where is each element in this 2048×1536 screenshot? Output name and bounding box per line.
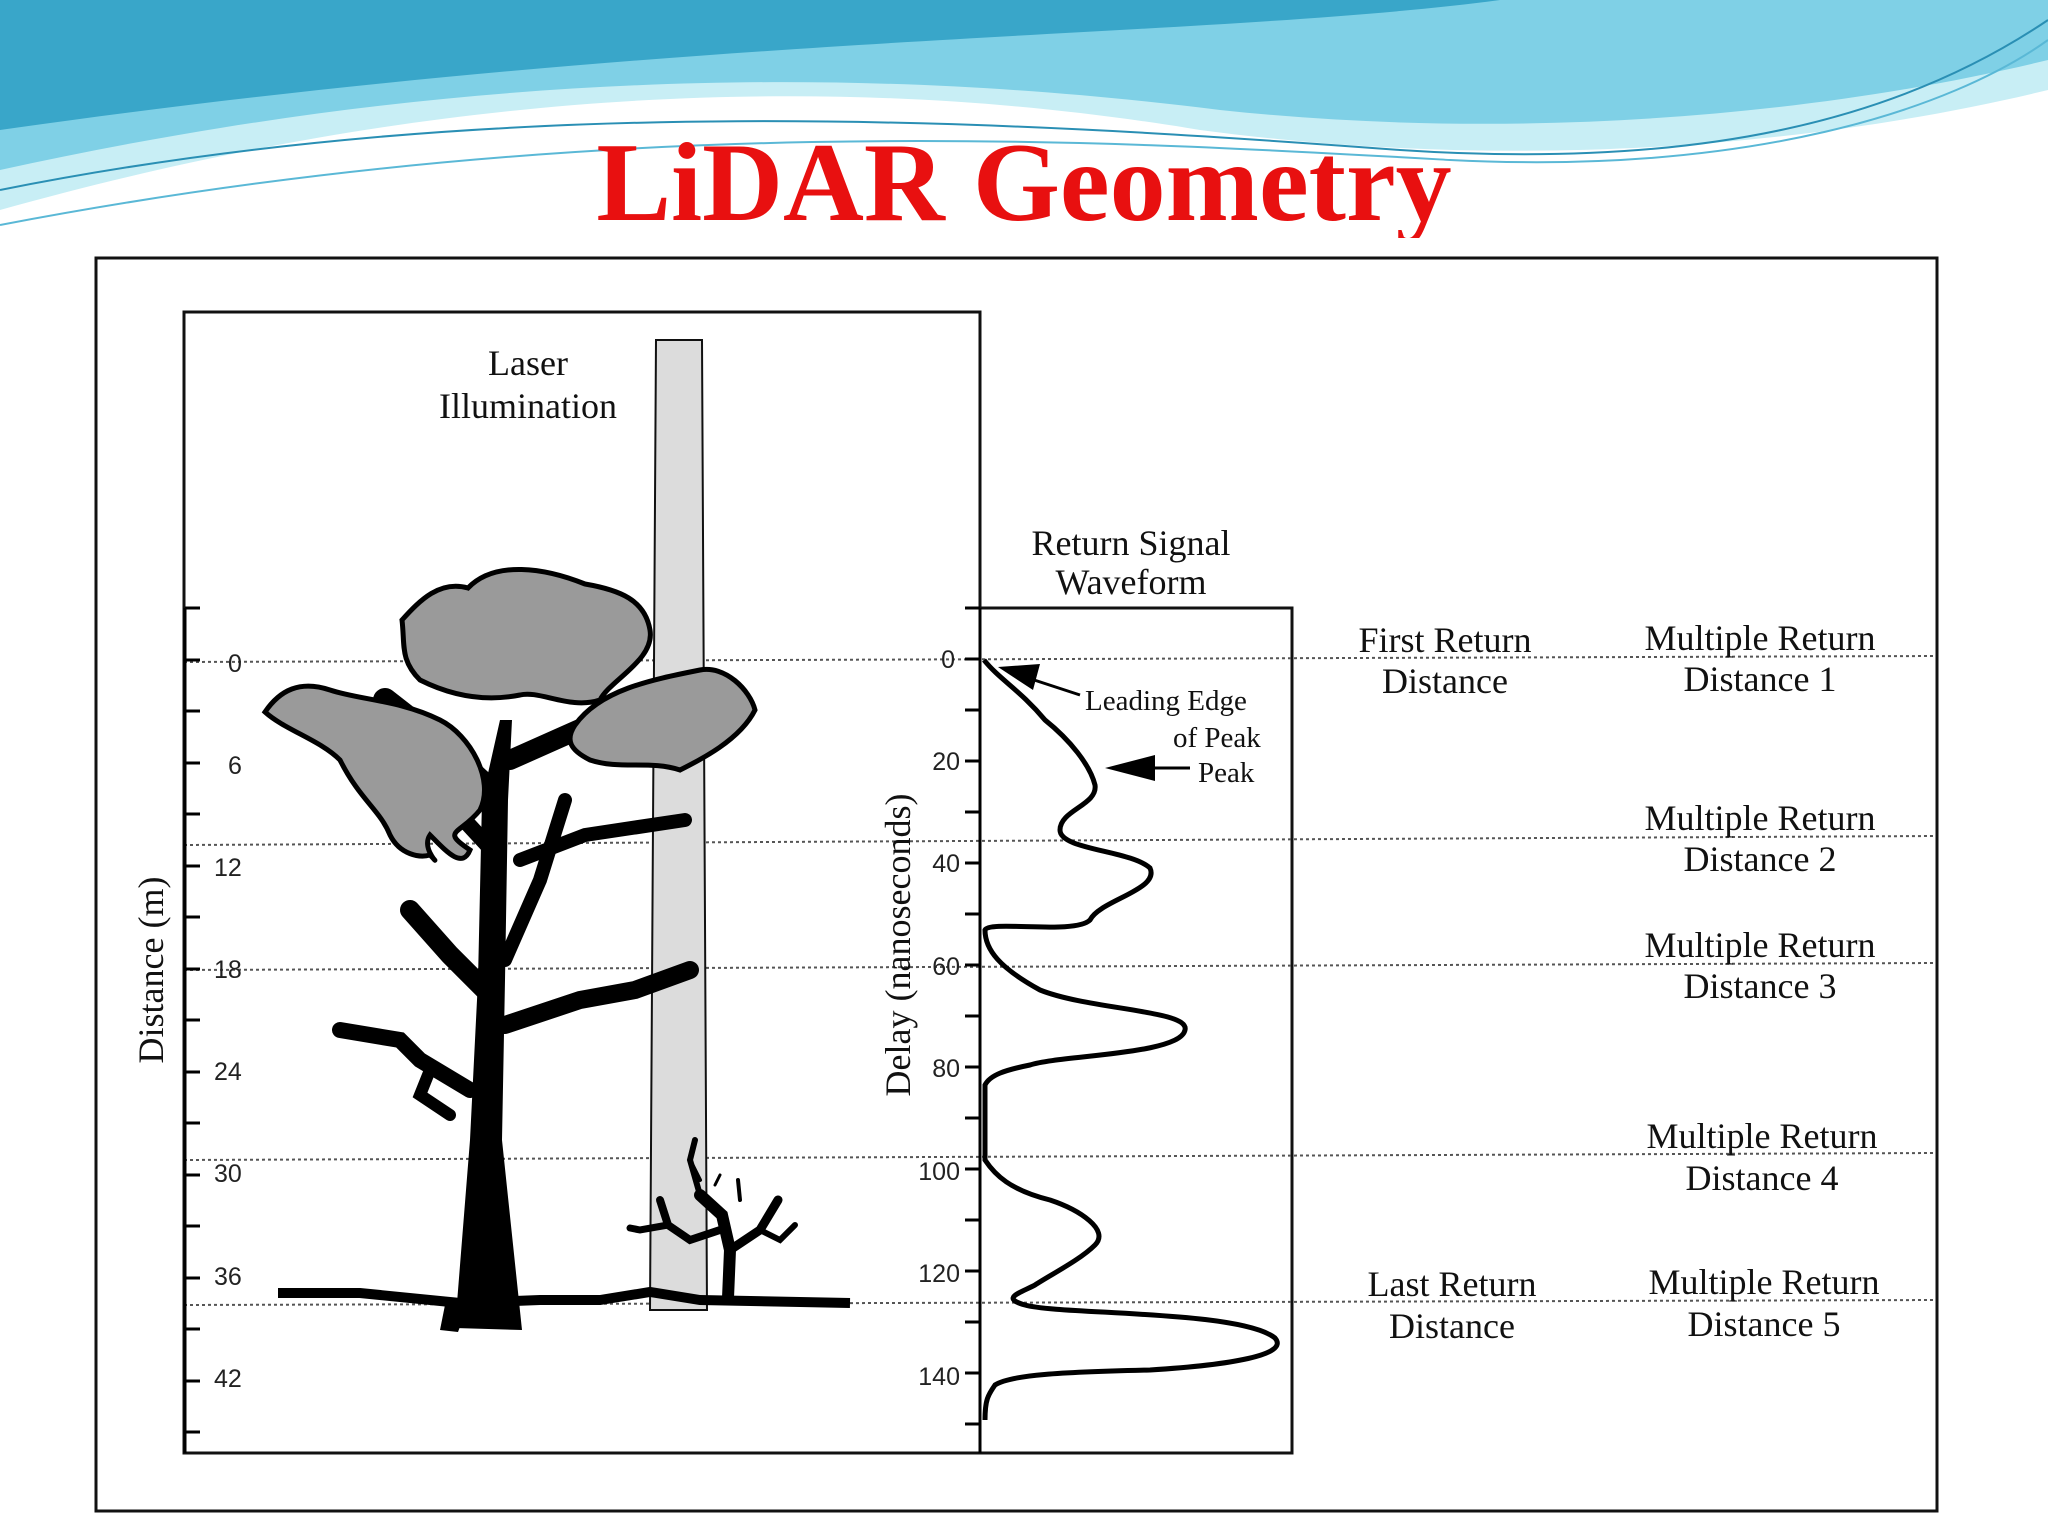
- wave-banner: [0, 0, 2048, 226]
- distance-tick-6: 6: [228, 752, 242, 780]
- distance-tick-24: 24: [214, 1058, 242, 1086]
- multiple-return-4-line1: Multiple Return: [1647, 1116, 1878, 1156]
- leading-edge-label-line1: Leading Edge: [1085, 685, 1247, 717]
- delay-tick-20: 20: [932, 748, 960, 776]
- multiple-return-1-line2: Distance 1: [1684, 659, 1837, 699]
- multiple-return-5-line1: Multiple Return: [1649, 1262, 1880, 1302]
- tree-trunk: [440, 720, 522, 1332]
- tree-canopy: [261, 567, 758, 863]
- first-return-label-line1: First Return: [1358, 620, 1531, 660]
- multiple-return-4-line2: Distance 4: [1686, 1158, 1839, 1198]
- waveform-label-line1: Return Signal: [1032, 523, 1231, 563]
- delay-tick-0: 0: [941, 646, 955, 674]
- distance-tick-36: 36: [214, 1263, 242, 1291]
- distance-axis-ticks: [185, 606, 200, 1434]
- scene-panel: [182, 310, 982, 1455]
- slide-title: LiDAR Geometry: [596, 121, 1452, 238]
- distance-tick-0: 0: [228, 650, 242, 678]
- delay-tick-120: 120: [918, 1260, 960, 1288]
- return-lines: [183, 655, 1936, 1306]
- outer-frame: [94, 256, 1939, 1513]
- annotation-arrows: [998, 664, 1190, 781]
- waveform-label-line2: Waveform: [1055, 562, 1206, 602]
- multiple-return-3-line1: Multiple Return: [1645, 925, 1876, 965]
- delay-tick-100: 100: [918, 1158, 960, 1186]
- laser-label-line1: Laser: [488, 343, 568, 383]
- last-return-label-line2: Distance: [1389, 1306, 1515, 1346]
- multiple-return-2-line1: Multiple Return: [1645, 798, 1876, 838]
- distance-axis-title: Distance (m): [131, 877, 171, 1064]
- multiple-return-3-line2: Distance 3: [1684, 966, 1837, 1006]
- return-waveform: [982, 658, 1280, 1421]
- delay-axis-ticks: [965, 606, 980, 1426]
- laser-label-line2: Illumination: [439, 386, 617, 426]
- distance-tick-30: 30: [214, 1160, 242, 1188]
- multiple-return-2-line2: Distance 2: [1684, 839, 1837, 879]
- distance-tick-18: 18: [214, 956, 242, 984]
- multiple-return-1-line1: Multiple Return: [1645, 618, 1876, 658]
- leading-edge-label-line2: of Peak: [1173, 722, 1261, 754]
- peak-label: Peak: [1198, 757, 1255, 789]
- ground-line: [278, 1286, 851, 1309]
- delay-tick-40: 40: [932, 850, 960, 878]
- delay-axis-title: Delay (nanoseconds): [878, 794, 918, 1097]
- shrub: [626, 1137, 798, 1304]
- delay-tick-140: 140: [918, 1363, 960, 1391]
- distance-tick-42: 42: [214, 1365, 242, 1393]
- first-return-label-line2: Distance: [1382, 661, 1508, 701]
- distance-tick-12: 12: [214, 854, 242, 882]
- multiple-return-5-line2: Distance 5: [1688, 1304, 1841, 1344]
- delay-tick-60: 60: [932, 953, 960, 981]
- last-return-label-line1: Last Return: [1368, 1264, 1537, 1304]
- delay-tick-80: 80: [932, 1055, 960, 1083]
